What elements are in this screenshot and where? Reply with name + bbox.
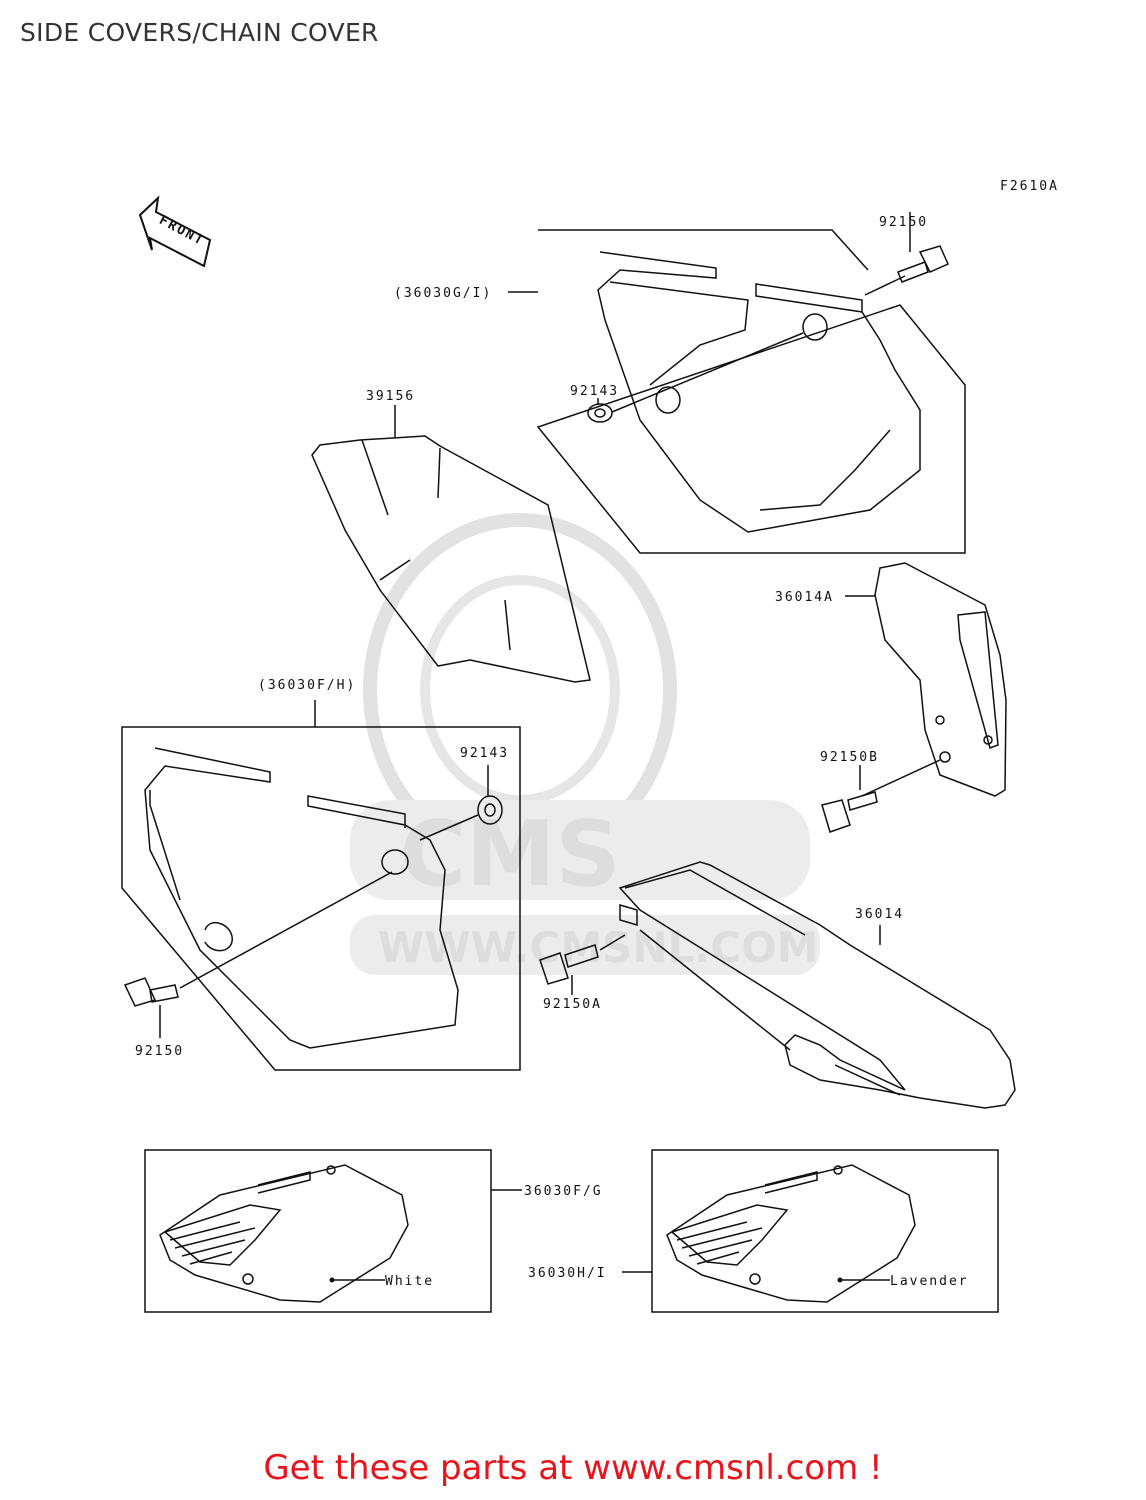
box-outline-fh xyxy=(121,726,521,1071)
label-36014A: 36014A xyxy=(775,590,834,605)
watermark: CMS WWW.CMSNL.COM xyxy=(350,513,820,975)
variant-cover-fg xyxy=(159,1164,409,1303)
label-92150A: 92150A xyxy=(543,997,602,1012)
label-36030-fh: (36030F/H) xyxy=(258,678,356,693)
side-cover-gi xyxy=(597,251,921,533)
label-lavender: Lavender xyxy=(890,1274,969,1289)
variant-box-fg xyxy=(144,1149,492,1313)
pad-39156 xyxy=(311,405,591,683)
variant-box-hi xyxy=(651,1149,999,1313)
label-92150B: 92150B xyxy=(820,750,879,765)
label-36030-fg: 36030F/G xyxy=(524,1184,603,1199)
label-92143-left: 92143 xyxy=(460,746,509,761)
label-92150-left: 92150 xyxy=(135,1044,184,1059)
front-arrow-icon xyxy=(138,195,212,268)
label-92143-top: 92143 xyxy=(570,384,619,399)
chain-guard-36014A xyxy=(874,562,1007,797)
bolt-92150A xyxy=(539,944,599,985)
page-title: SIDE COVERS/CHAIN COVER xyxy=(20,18,379,47)
grommet-92143-top xyxy=(587,403,613,423)
box-outline-gi xyxy=(536,229,966,554)
label-39156: 39156 xyxy=(366,389,415,404)
label-36014: 36014 xyxy=(855,907,904,922)
watermark-site: WWW.CMSNL.COM xyxy=(378,923,819,972)
diagram-code: F2610A xyxy=(1000,179,1059,194)
footer-link[interactable]: Get these parts at www.cmsnl.com ! xyxy=(263,1448,883,1488)
label-36030-hi: 36030H/I xyxy=(528,1266,607,1281)
label-white: White xyxy=(385,1274,434,1289)
watermark-brand: CMS xyxy=(400,802,620,907)
label-92150-top: 92150 xyxy=(879,215,928,230)
variant-cover-hi xyxy=(666,1164,916,1303)
bolt-92150-top xyxy=(897,245,949,283)
bolt-92150B xyxy=(821,791,878,833)
chain-cover-36014 xyxy=(618,861,1016,1109)
label-36030-gi: (36030G/I) xyxy=(394,286,492,301)
side-cover-fh xyxy=(144,747,459,1049)
grommet-92143-left xyxy=(477,795,503,825)
bolt-92150-left xyxy=(123,977,179,1007)
